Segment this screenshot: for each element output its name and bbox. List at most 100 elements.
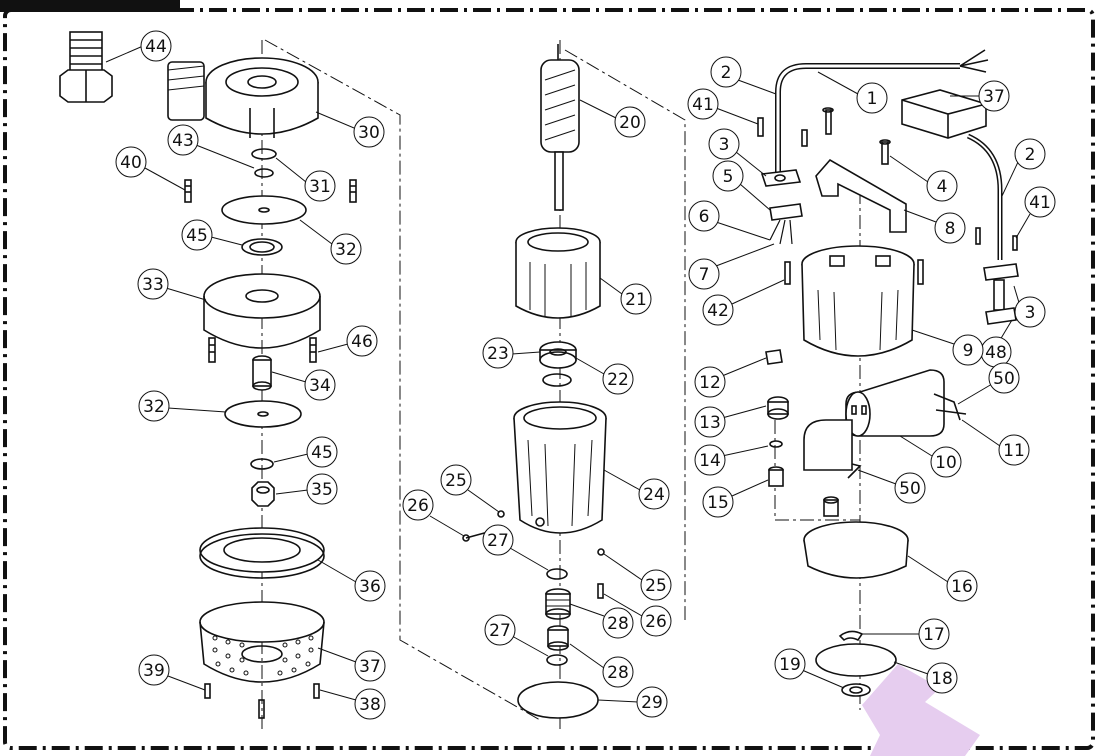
callout-label: 43	[172, 131, 194, 151]
plug-13	[767, 396, 789, 420]
cable-gland-3-right	[983, 263, 1019, 325]
screw-38-39	[204, 683, 320, 719]
washer-23	[542, 373, 572, 387]
callout-label: 41	[1029, 193, 1051, 213]
callout-label: 26	[407, 496, 429, 516]
callout-5: 5	[712, 160, 771, 211]
callout-31: 31	[275, 157, 336, 202]
callout-15: 15	[702, 479, 769, 518]
seal-28-lower	[547, 625, 569, 651]
seal-28-upper	[545, 588, 571, 620]
stator-21	[515, 227, 601, 319]
callout-label: 40	[120, 153, 142, 173]
callout-label: 6	[699, 207, 710, 227]
callout-label: 45	[311, 443, 333, 463]
pump-assembly-column	[59, 31, 541, 730]
callout-22: 22	[575, 357, 634, 395]
callout-13: 13	[694, 405, 767, 438]
callout-label: 37	[359, 657, 381, 677]
callout-label: 50	[899, 479, 921, 499]
callout-label: 23	[487, 344, 509, 364]
callout-32-lower: 32	[138, 390, 227, 422]
bolt-46	[208, 337, 317, 363]
callout-26-left: 26	[402, 489, 465, 537]
callout-label: 44	[145, 37, 167, 57]
callout-24: 24	[603, 469, 670, 510]
callout-label: 37	[983, 87, 1005, 107]
o-ring-43	[254, 168, 274, 178]
callout-18: 18	[893, 661, 958, 694]
callout-25-left: 25	[440, 464, 500, 513]
lead-wires-5-6-7	[769, 203, 803, 245]
power-cable-1	[775, 49, 989, 172]
callout-label: 17	[923, 625, 945, 645]
callout-3-right: 3	[1013, 285, 1046, 328]
plate-32-lower	[224, 400, 302, 428]
callout-label: 18	[931, 669, 953, 689]
callouts: 44 30 43 40 31 32 45 33 46 34 32 45 35 3…	[105, 30, 1056, 720]
callout-7: 7	[688, 243, 775, 290]
plate-32-upper	[221, 195, 307, 225]
callout-10: 10	[899, 435, 962, 478]
callout-label: 27	[489, 621, 511, 641]
callout-label: 26	[645, 612, 667, 632]
callout-33: 33	[137, 268, 207, 301]
callout-17: 17	[862, 618, 950, 650]
callout-40: 40	[115, 146, 186, 191]
callout-50-upper: 50	[957, 362, 1020, 405]
callout-1: 1	[817, 71, 888, 114]
screws-4-41-42	[757, 107, 1018, 285]
gasket-29	[517, 681, 599, 719]
motor-cover-9	[801, 245, 915, 357]
bearing-22	[539, 341, 577, 369]
callout-label: 22	[607, 370, 629, 390]
callout-label: 28	[607, 614, 629, 634]
callout-label: 42	[707, 301, 729, 321]
callout-label: 2	[1025, 145, 1036, 165]
callout-label: 41	[692, 95, 714, 115]
callout-label: 13	[699, 413, 721, 433]
callout-9: 9	[911, 329, 984, 366]
callout-label: 20	[619, 113, 641, 133]
callout-label: 50	[993, 369, 1015, 389]
callout-label: 30	[358, 123, 380, 143]
motor-assembly-column	[462, 40, 686, 730]
seal-45-upper	[241, 238, 283, 256]
bolt-40	[184, 179, 357, 203]
callout-label: 24	[643, 485, 665, 505]
callout-21: 21	[599, 277, 652, 315]
callout-32-upper: 32	[299, 219, 362, 265]
clip-17	[838, 630, 864, 642]
callout-25-right: 25	[603, 553, 672, 601]
callout-label: 33	[142, 275, 164, 295]
capacitor-10	[845, 369, 945, 437]
bearing-19	[841, 683, 871, 697]
lower-housing-16	[803, 496, 909, 579]
callout-label: 15	[707, 493, 729, 513]
callout-label: 5	[723, 167, 734, 187]
callout-30: 30	[315, 111, 385, 148]
callout-label: 29	[641, 693, 663, 713]
cable-gland-3-left	[760, 169, 802, 187]
callout-14: 14	[694, 444, 769, 476]
callout-label: 3	[1025, 303, 1036, 323]
seal-45-lower	[250, 458, 274, 470]
callout-label: 45	[186, 226, 208, 246]
bracket-8	[815, 158, 907, 233]
callout-label: 19	[779, 655, 801, 675]
strainer-37	[199, 601, 325, 683]
callout-label: 35	[311, 480, 333, 500]
callout-label: 25	[645, 576, 667, 596]
callout-27-lower: 27	[484, 614, 549, 657]
callout-label: 25	[445, 471, 467, 491]
callout-26-right: 26	[603, 593, 672, 637]
callout-12: 12	[694, 357, 767, 398]
callout-11: 11	[961, 419, 1030, 466]
callout-35: 35	[275, 473, 338, 505]
washer-31	[251, 148, 277, 160]
washer-14	[769, 440, 783, 448]
pump-housing-30	[167, 57, 319, 138]
nut-35	[251, 481, 275, 507]
callout-44: 44	[105, 30, 172, 63]
